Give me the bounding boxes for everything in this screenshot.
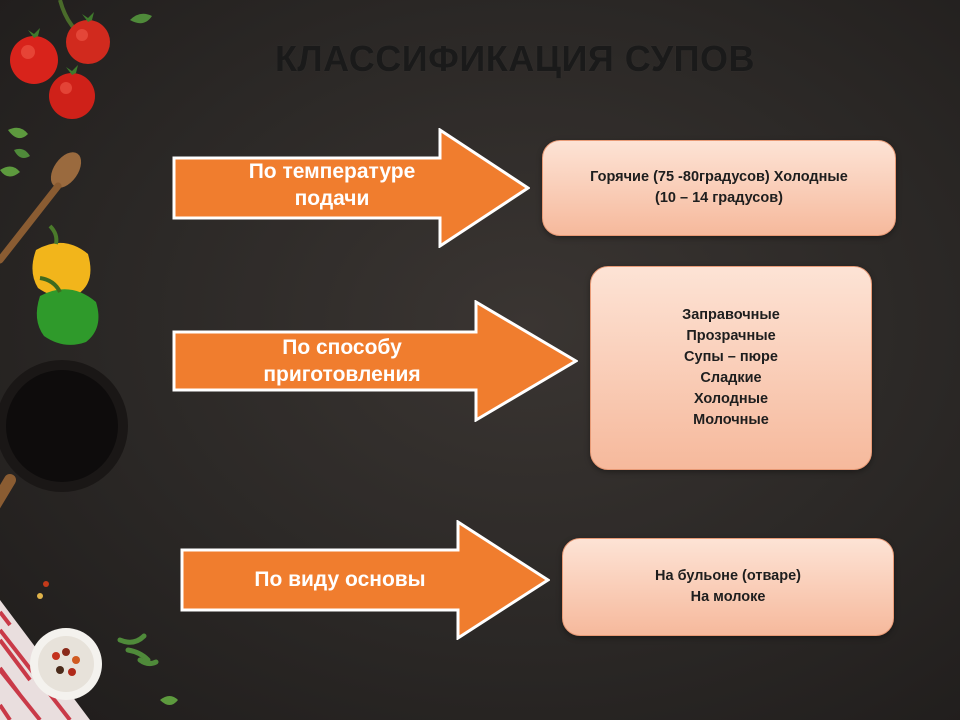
- category-arrow-base: По виду основы: [180, 520, 550, 640]
- category-arrow-temperature: По температуре подачи: [172, 128, 530, 248]
- herb-leaf-icon: [117, 633, 178, 705]
- category-values-box: Горячие (75 -80градусов) Холодные (10 – …: [542, 140, 896, 236]
- spice-bowl-icon: [30, 581, 102, 700]
- category-values: Заправочные Прозрачные Супы – пюре Сладк…: [682, 307, 780, 428]
- category-values: На бульоне (отваре) На молоке: [655, 568, 801, 605]
- green-pepper-icon: [36, 276, 99, 345]
- category-label: По виду основы: [254, 568, 426, 591]
- frying-pan-icon: [0, 360, 128, 509]
- arrow-shape: [172, 128, 530, 248]
- category-label: По способу приготовления: [263, 336, 421, 386]
- yellow-pepper-icon: [32, 224, 91, 297]
- arrow-shape: [172, 300, 578, 422]
- page-title: КЛАССИФИКАЦИЯ СУПОВ: [274, 38, 756, 79]
- food-decorations: [0, 0, 178, 720]
- tomato-icon: [10, 0, 110, 119]
- category-arrow-preparation: По способу приготовления: [172, 300, 578, 422]
- arrow-shape: [180, 520, 550, 640]
- herb-leaf-icon: [0, 13, 152, 177]
- category-values-box: Заправочные Прозрачные Супы – пюре Сладк…: [590, 266, 872, 470]
- category-label: По температуре подачи: [248, 160, 416, 210]
- wooden-spoon-icon: [0, 152, 82, 264]
- category-values-box: На бульоне (отваре) На молоке: [562, 538, 894, 636]
- category-values: Горячие (75 -80градусов) Холодные (10 – …: [590, 169, 848, 206]
